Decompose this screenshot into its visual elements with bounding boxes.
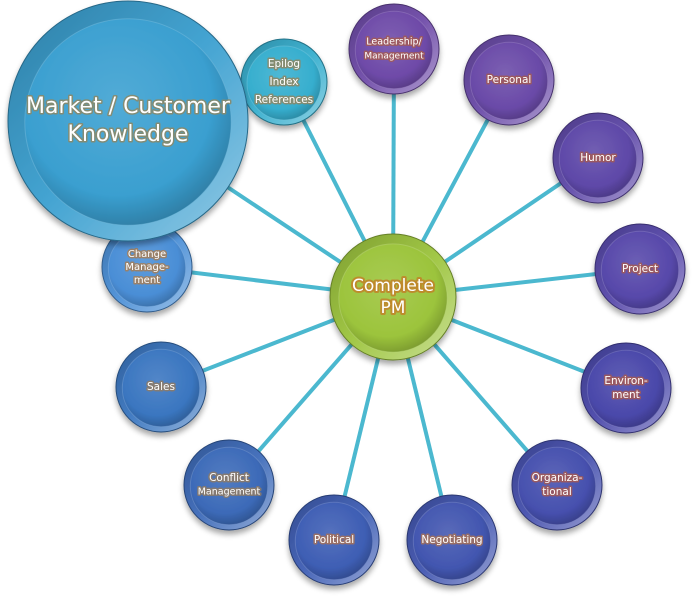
node-face <box>469 41 549 121</box>
node-label: Index <box>270 76 299 88</box>
node-label: Negotiating <box>421 534 482 546</box>
node-face <box>586 349 666 429</box>
node-political: Political <box>288 494 380 586</box>
node-label: Sales <box>147 381 175 393</box>
node-face <box>354 10 434 90</box>
node-label: Project <box>622 263 658 275</box>
node-label: ment <box>134 275 160 286</box>
node-label: Leadership/ <box>366 37 422 48</box>
node-face <box>600 230 680 310</box>
node-face <box>294 501 374 581</box>
node-project: Project <box>594 223 686 315</box>
node-face <box>246 45 322 121</box>
node-label: Epilog <box>268 58 300 70</box>
node-label: Complete <box>352 276 434 296</box>
node-label: References <box>255 94 313 106</box>
node-label: Knowledge <box>68 122 189 147</box>
node-face <box>338 243 448 353</box>
nodes: ChangeManage-mentSalesConflictManagement… <box>7 0 686 586</box>
node-face <box>189 446 269 526</box>
node-face <box>558 119 638 199</box>
node-negotiating: Negotiating <box>406 494 498 586</box>
node-personal: Personal <box>463 34 555 126</box>
node-label: Conflict <box>209 472 249 484</box>
node-face <box>121 348 201 428</box>
node-label: Humor <box>580 152 616 164</box>
node-face <box>412 501 492 581</box>
node-environment: Environ-ment <box>580 342 672 434</box>
node-label: Personal <box>487 74 532 86</box>
node-face <box>24 18 232 226</box>
node-label: Management <box>198 487 261 498</box>
node-label: Market / Customer <box>26 94 231 119</box>
node-label: Political <box>314 534 354 546</box>
node-sales: Sales <box>115 341 207 433</box>
node-label: PM <box>381 298 406 318</box>
node-label: tional <box>542 486 571 498</box>
node-label: Organiza- <box>532 472 583 484</box>
node-label: Management <box>364 52 424 62</box>
node-label: Environ- <box>604 375 648 387</box>
node-organizational: Organiza-tional <box>511 439 603 531</box>
node-label: Manage- <box>125 262 169 273</box>
node-humor: Humor <box>552 112 644 204</box>
node-leadership-management: Leadership/Management <box>348 3 440 95</box>
node-face <box>517 446 597 526</box>
node-label: Change <box>128 249 166 260</box>
node-label: ment <box>612 389 639 401</box>
